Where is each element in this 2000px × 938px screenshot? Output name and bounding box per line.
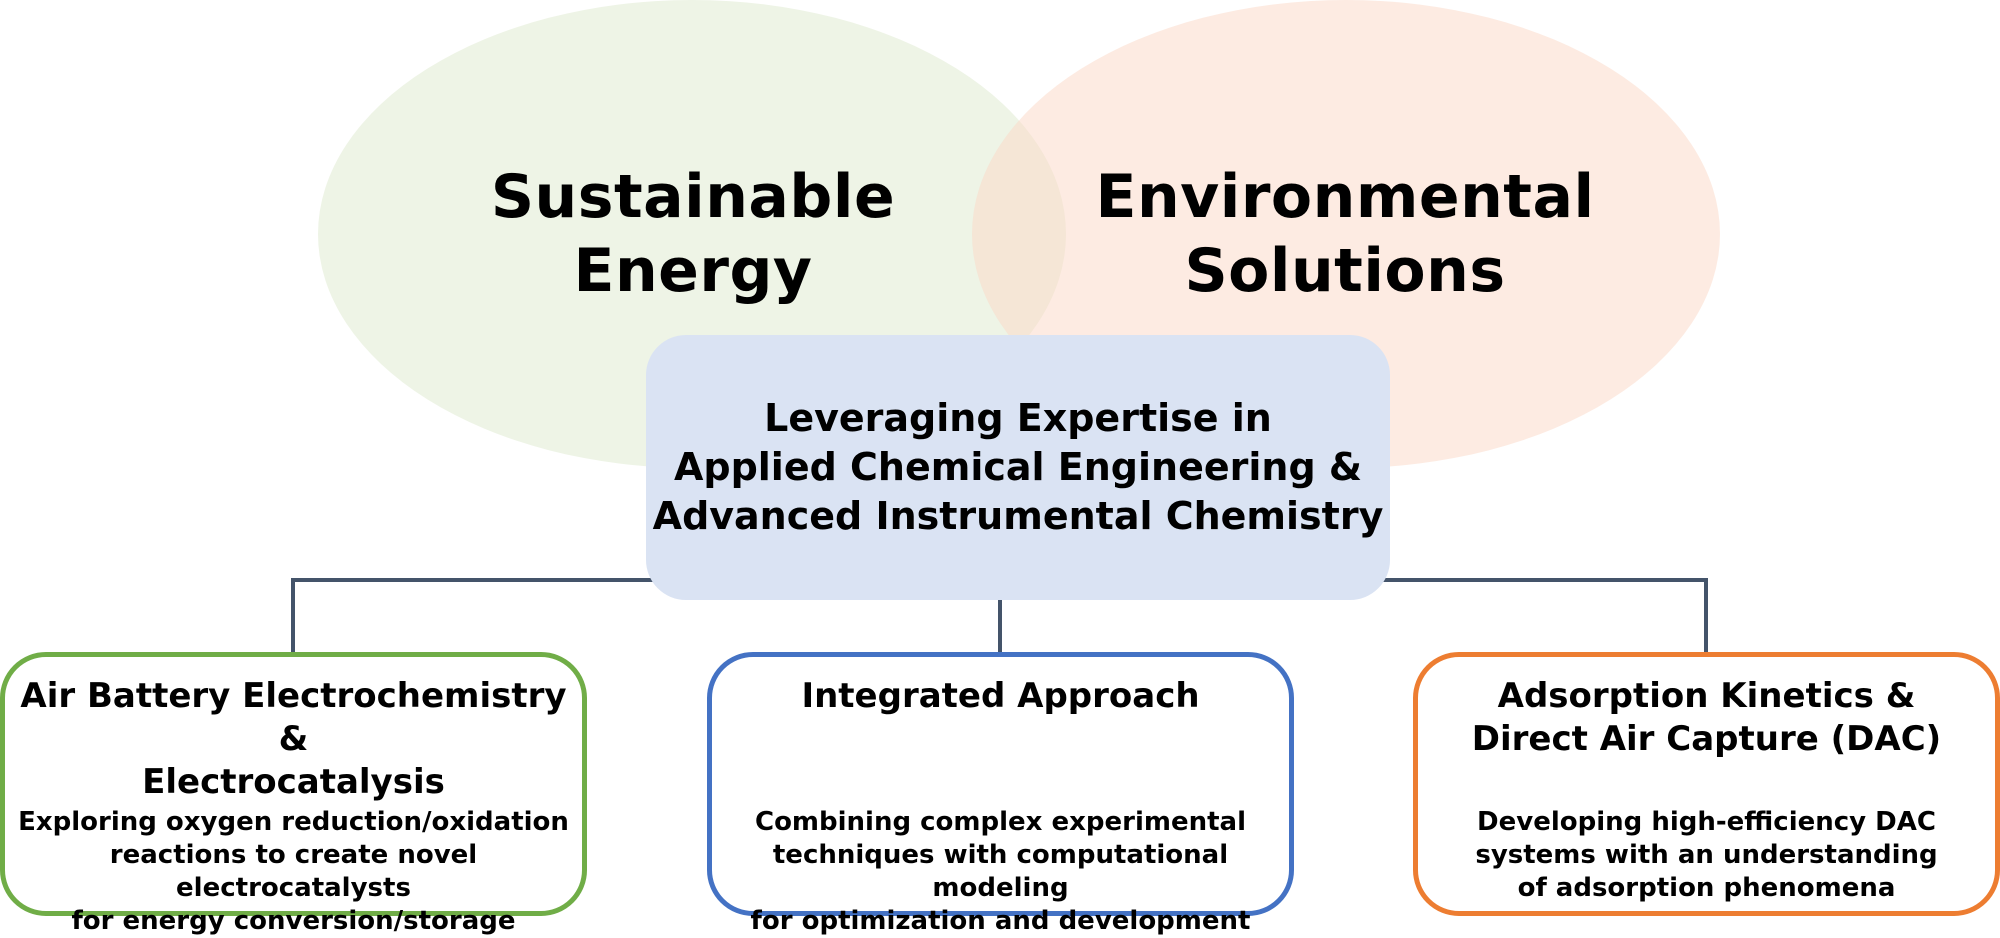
central-expertise-text: Leveraging Expertise in Applied Chemical…: [652, 396, 1384, 538]
adsorption-dac-title: Adsorption Kinetics & Direct Air Capture…: [1471, 676, 1942, 759]
air-battery-card: Air Battery Electrochemistry & Electroca…: [0, 652, 587, 936]
sustainable-energy-title: Sustainable Energy: [490, 162, 896, 306]
connector-left-drop: [291, 578, 295, 654]
air-battery-description: Exploring oxygen reduction/oxidation rea…: [18, 807, 569, 936]
connector-right-drop: [1704, 578, 1708, 654]
environmental-solutions-title: Environmental Solutions: [1095, 162, 1595, 306]
air-battery-title: Air Battery Electrochemistry & Electroca…: [20, 676, 567, 802]
adsorption-dac-card: Adsorption Kinetics & Direct Air Capture…: [1413, 652, 2000, 916]
central-expertise-box: Leveraging Expertise in Applied Chemical…: [646, 335, 1390, 600]
integrated-approach-title: Integrated Approach: [801, 676, 1200, 716]
integrated-approach-card: Integrated Approach Combining complex ex…: [707, 652, 1294, 936]
integrated-approach-description: Combining complex experimental technique…: [750, 807, 1251, 936]
adsorption-dac-description: Developing high-efficiency DAC systems w…: [1475, 807, 1938, 903]
connector-center-drop: [998, 598, 1002, 654]
